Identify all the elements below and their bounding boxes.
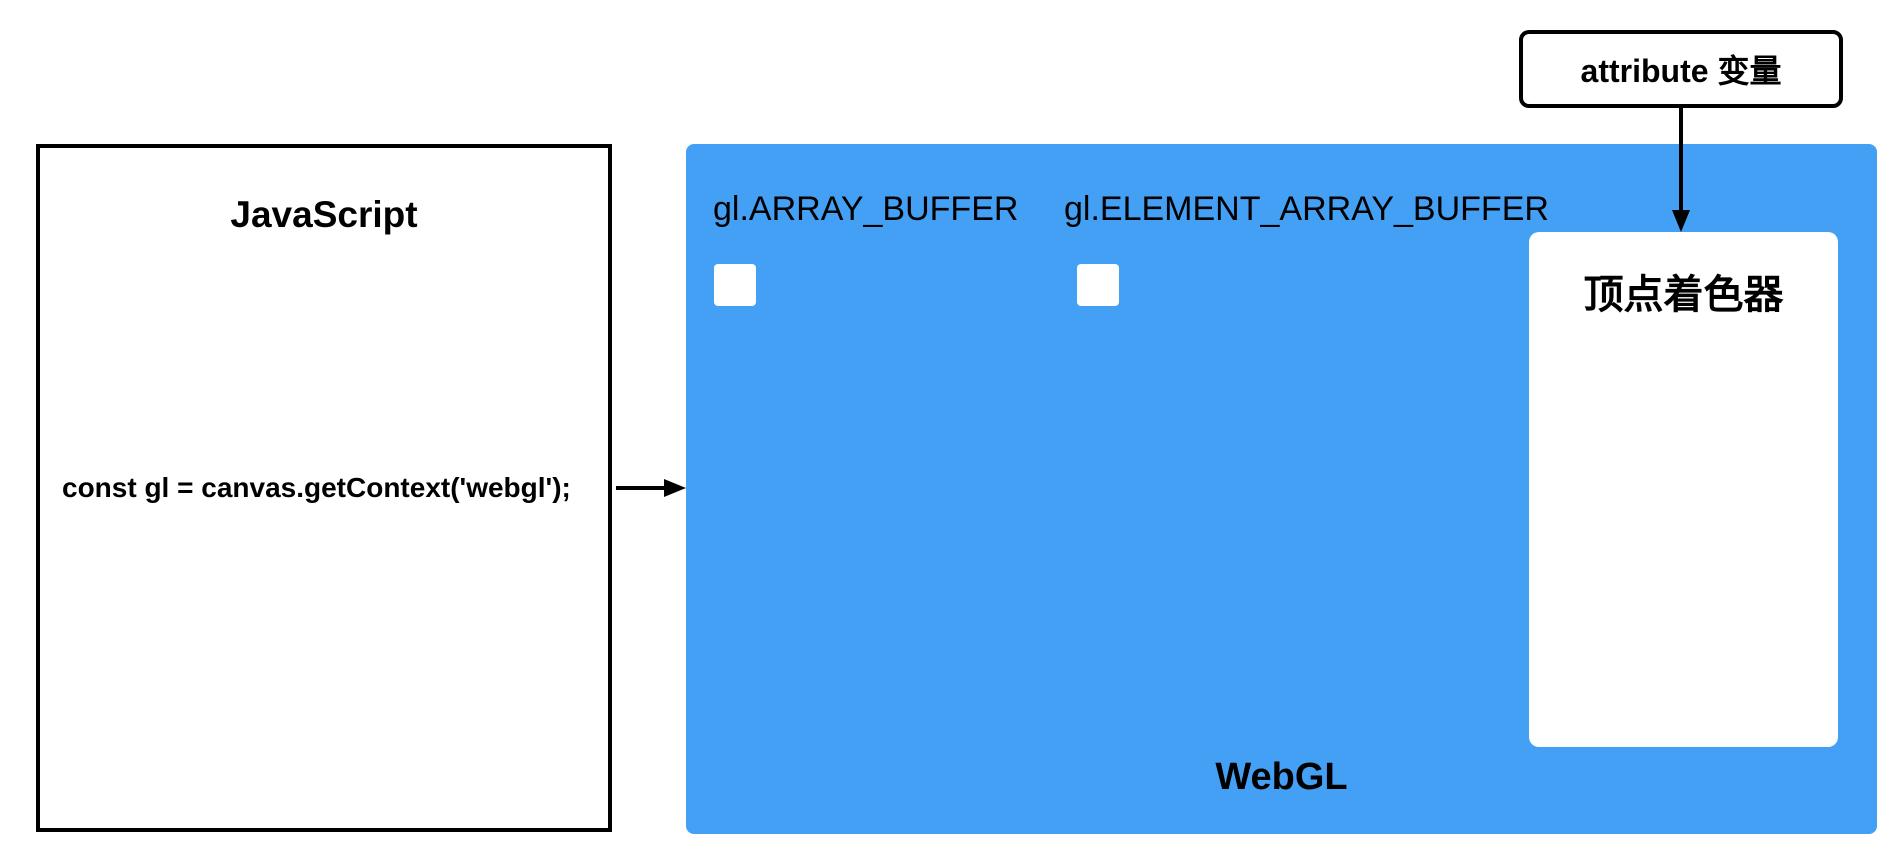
attribute-to-shader-arrow xyxy=(1672,108,1690,232)
array-buffer-slot xyxy=(714,264,756,306)
js-to-webgl-arrow xyxy=(616,479,686,497)
javascript-title: JavaScript xyxy=(230,194,418,235)
array-buffer-label: gl.ARRAY_BUFFER xyxy=(713,190,1019,228)
javascript-code-line: const gl = canvas.getContext('webgl'); xyxy=(62,472,571,503)
webgl-box: gl.ARRAY_BUFFER gl.ELEMENT_ARRAY_BUFFER … xyxy=(686,144,1877,834)
attribute-variable-box: attribute 变量 xyxy=(1519,30,1843,108)
javascript-box: JavaScript const gl = canvas.getContext(… xyxy=(36,144,612,832)
element-array-buffer-label: gl.ELEMENT_ARRAY_BUFFER xyxy=(1064,190,1549,228)
vertex-shader-box: 顶点着色器 xyxy=(1529,232,1838,747)
webgl-title: WebGL xyxy=(1215,756,1348,798)
vertex-shader-title: 顶点着色器 xyxy=(1583,273,1784,317)
element-array-buffer-slot xyxy=(1077,264,1119,306)
